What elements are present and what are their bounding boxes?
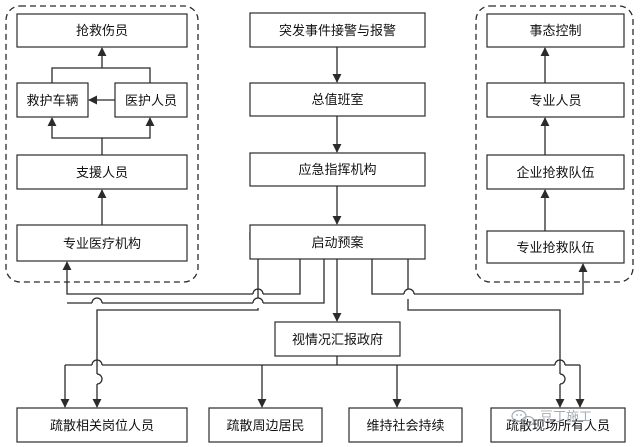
node-label: 启动预案 <box>311 236 363 251</box>
node-label: 专业医疗机构 <box>63 237 141 252</box>
node-evacuate-posts: 疏散相关岗位人员 <box>16 407 188 443</box>
on-site-rescue-group <box>475 5 634 283</box>
node-evacuate-site: 疏散现场所有人员 <box>490 407 626 443</box>
node-rescue-wounded: 抢救伤员 <box>16 13 188 48</box>
node-professional-team: 专业抢救队伍 <box>486 230 625 264</box>
node-label: 专业抢救队伍 <box>516 240 594 256</box>
crossover-evac-site <box>559 373 566 385</box>
node-start-plan: 启动预案 <box>249 224 426 260</box>
crossover-fan-left <box>91 359 103 366</box>
crossover-plan-left-b <box>252 297 264 304</box>
node-ambulance: 救护车辆 <box>16 82 89 118</box>
node-label: 应急指挥机构 <box>298 162 376 178</box>
node-evacuate-residents: 疏散周边居民 <box>208 407 323 443</box>
node-label: 视情况汇报政府 <box>292 333 383 348</box>
node-label: 抢救伤员 <box>76 23 128 39</box>
crossover-plan-right-a <box>403 288 415 295</box>
edge-support-to-ambulance <box>47 117 103 155</box>
node-label: 维持社会持续 <box>366 418 444 434</box>
crossover-fan-right <box>554 359 566 366</box>
node-label: 企业抢救队伍 <box>516 165 594 181</box>
node-professionals: 专业人员 <box>486 82 625 118</box>
watermark-text: 豆丁施工 <box>540 410 592 425</box>
edge-plan-to-evac-posts-route <box>96 308 259 374</box>
edge-join-upper <box>51 67 151 83</box>
edge-plan-left-a <box>263 259 301 295</box>
node-maintain-order: 维持社会持续 <box>348 407 463 443</box>
node-label: 支援人员 <box>76 166 128 181</box>
edge-plan-to-professional-team <box>414 263 588 295</box>
watermark-logo-icon <box>511 409 535 427</box>
node-label: 疏散相关岗位人员 <box>50 419 154 434</box>
node-incident-report: 突发事件接警与报警 <box>249 12 426 48</box>
crossover-evac-posts <box>96 373 103 385</box>
node-label: 医护人员 <box>125 94 177 109</box>
node-incident-control: 事态控制 <box>486 13 625 48</box>
node-medical-institution: 专业医疗机构 <box>16 224 188 262</box>
node-enterprise-team: 企业抢救队伍 <box>486 154 625 190</box>
medical-rescue-group <box>5 5 199 283</box>
edge-plan-to-evac-site-route <box>407 299 561 374</box>
edge-plan-right-a <box>371 259 404 295</box>
node-medical-staff: 医护人员 <box>114 82 188 118</box>
node-command-center: 应急指挥机构 <box>249 152 426 187</box>
node-label: 专业人员 <box>529 94 581 109</box>
node-label: 疏散现场所有人员 <box>506 419 610 434</box>
edge-plan-left-b <box>263 259 325 304</box>
crossover-plan-left-b-vertical <box>91 297 103 304</box>
edge-support-to-medical-staff <box>102 117 155 139</box>
node-label: 疏散周边居民 <box>226 419 304 434</box>
node-label: 总值班室 <box>311 92 363 108</box>
node-report-gov: 视情况汇报政府 <box>274 321 401 357</box>
edge-plan-to-institution <box>62 261 253 295</box>
node-label: 事态控制 <box>529 24 581 39</box>
node-support-staff: 支援人员 <box>16 154 188 190</box>
watermark: 豆丁施工 <box>511 409 592 427</box>
node-label: 救护车辆 <box>26 93 78 109</box>
node-duty-room: 总值班室 <box>249 82 426 117</box>
node-label: 突发事件接警与报警 <box>279 23 396 39</box>
